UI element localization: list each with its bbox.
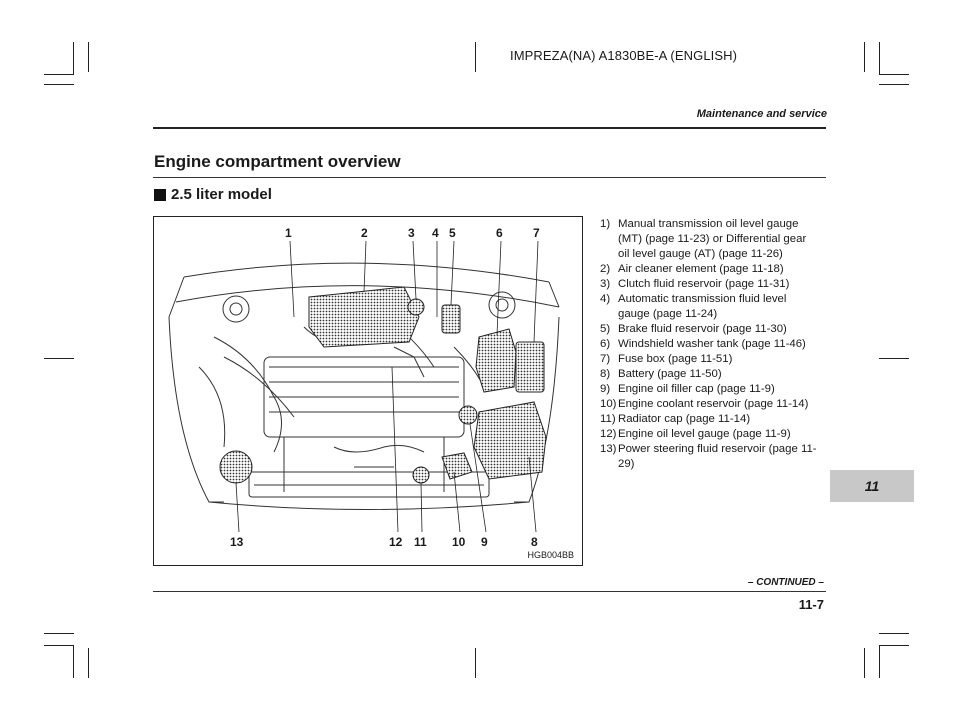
- list-item: 6)Windshield washer tank (page 11-46): [600, 338, 806, 350]
- footer-rule: [153, 591, 826, 592]
- crop-mark: [88, 648, 89, 678]
- figure-code: HGB004BB: [527, 550, 574, 560]
- callout-label: 2: [361, 226, 368, 240]
- crop-mark: [864, 42, 865, 72]
- callout-label: 9: [481, 535, 488, 549]
- crop-mark: [879, 74, 909, 75]
- crop-mark: [879, 358, 909, 359]
- list-item: 9)Engine oil filler cap (page 11-9): [600, 383, 775, 395]
- callout-label: 10: [452, 535, 466, 549]
- square-bullet-icon: [154, 188, 166, 201]
- page-number: 11-7: [798, 597, 824, 612]
- sub-title: 2.5 liter model: [154, 186, 272, 203]
- crop-mark: [864, 648, 865, 678]
- crop-mark: [44, 645, 74, 646]
- crop-mark: [44, 633, 74, 634]
- callout-label: 3: [408, 226, 415, 240]
- chapter-tab: 11: [830, 470, 914, 502]
- header-rule: [153, 127, 826, 129]
- engine-illustration: [168, 240, 560, 533]
- list-item: 11)Radiator cap (page 11-14): [600, 413, 751, 425]
- list-item: 5)Brake fluid reservoir (page 11-30): [600, 323, 787, 335]
- title-rule: [153, 177, 826, 178]
- crop-mark: [879, 645, 909, 646]
- callout-label: 11: [414, 535, 427, 549]
- list-item: 2)Air cleaner element (page 11-18): [600, 263, 784, 275]
- callout-label: 12: [389, 535, 403, 549]
- callout-label: 5: [449, 226, 456, 240]
- crop-mark: [475, 648, 476, 678]
- continued-label: – CONTINUED –: [747, 577, 824, 588]
- crop-mark: [44, 358, 74, 359]
- list-item: 10)Engine coolant reservoir (page 11-14): [600, 398, 809, 410]
- crop-mark: [73, 42, 74, 75]
- sub-title-text: 2.5 liter model: [171, 186, 272, 203]
- list-item: 4)Automatic transmission fluid level gau…: [600, 293, 787, 320]
- callout-label: 8: [531, 535, 538, 549]
- list-item: 3)Clutch fluid reservoir (page 11-31): [600, 278, 790, 290]
- crop-mark: [44, 74, 74, 75]
- list-item: 7)Fuse box (page 11-51): [600, 353, 733, 365]
- crop-mark: [73, 645, 74, 678]
- crop-mark: [475, 42, 476, 72]
- crop-mark: [879, 42, 880, 75]
- crop-mark: [879, 633, 909, 634]
- page-title: Engine compartment overview: [154, 152, 401, 171]
- document-code: IMPREZA(NA) A1830BE-A (ENGLISH): [510, 48, 738, 63]
- callout-label: 1: [285, 226, 292, 240]
- list-item: 1)Manual transmission oil level gauge (M…: [600, 218, 807, 260]
- crop-mark: [88, 42, 89, 72]
- list-item: 12)Engine oil level gauge (page 11-9): [600, 428, 791, 440]
- crop-mark: [879, 645, 880, 678]
- component-list: 1)Manual transmission oil level gauge (M…: [600, 217, 820, 472]
- callout-label: 13: [230, 535, 244, 549]
- callout-label: 4: [432, 226, 439, 240]
- crop-mark: [879, 84, 909, 85]
- callout-label: 7: [533, 226, 540, 240]
- callout-label: 6: [496, 226, 503, 240]
- engine-diagram: 1 2 3 4 5 6 7 13 12 11 10 9 8 HGB004BB: [153, 216, 583, 566]
- list-item: 13)Power steering fluid reservoir (page …: [600, 443, 817, 470]
- list-item: 8)Battery (page 11-50): [600, 368, 722, 380]
- crop-mark: [44, 84, 74, 85]
- section-label: Maintenance and service: [696, 108, 827, 120]
